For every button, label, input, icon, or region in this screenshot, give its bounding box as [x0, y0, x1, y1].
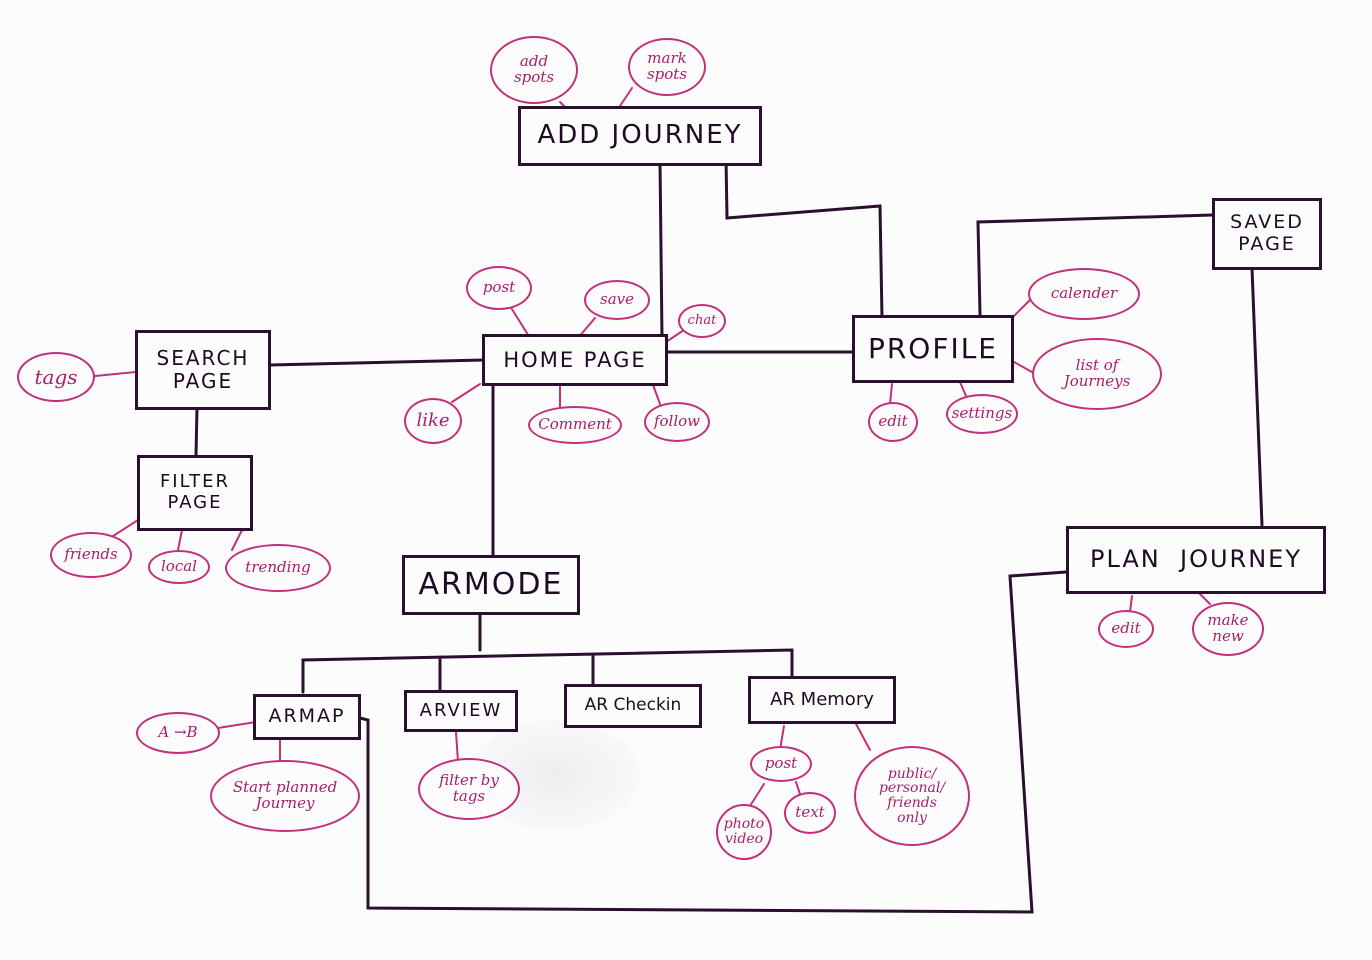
link-edit-profile	[889, 383, 893, 405]
ar-mode-box: ARMODE	[402, 555, 580, 615]
post-memory-bubble: post	[750, 746, 812, 782]
link-atob	[217, 721, 257, 729]
public-personal-friends-bubble: public/ personal/ friends only	[854, 746, 970, 846]
link-edit-plan	[1129, 595, 1133, 613]
link-public	[854, 721, 871, 751]
link-local	[177, 529, 183, 551]
link-settings	[959, 381, 967, 397]
link-like	[451, 383, 481, 403]
settings-bubble: settings	[946, 394, 1018, 434]
line-search-filter	[194, 406, 199, 457]
saved-page-box: SAVED PAGE	[1212, 198, 1322, 270]
local-bubble: local	[148, 550, 210, 584]
friends-bubble: friends	[50, 532, 132, 578]
line-plan-armap	[358, 570, 1068, 914]
edit-plan-bubble: edit	[1098, 610, 1154, 648]
trending-bubble: trending	[225, 544, 331, 592]
edit-profile-bubble: edit	[868, 402, 918, 442]
post-bubble: post	[466, 266, 532, 310]
line-armode-tree	[301, 612, 794, 694]
text-bubble: text	[784, 792, 836, 834]
link-friends	[109, 519, 139, 539]
ar-checkin-box: AR Checkin	[564, 684, 702, 728]
filter-page-box: FILTER PAGE	[137, 455, 253, 531]
link-trending	[231, 529, 243, 551]
line-addjourney-profile	[724, 156, 884, 320]
add-spots-bubble: add spots	[490, 36, 578, 104]
link-listjourneys	[1013, 361, 1033, 373]
line-profile-saved	[976, 213, 1214, 316]
link-post-home	[509, 305, 531, 339]
link-tags	[94, 371, 137, 377]
line-saved-plan	[1250, 266, 1264, 527]
link-chat	[665, 329, 685, 343]
save-bubble: save	[584, 280, 650, 320]
profile-box: PROFILE	[852, 315, 1014, 383]
follow-bubble: follow	[644, 402, 710, 442]
line-search-home	[268, 358, 486, 367]
mark-spots-bubble: mark spots	[628, 38, 706, 96]
link-text	[795, 781, 801, 795]
line-addjourney-home	[658, 160, 664, 340]
make-new-bubble: make new	[1192, 602, 1264, 656]
ar-map-box: ARMAP	[253, 694, 361, 740]
link-photovideo	[749, 783, 765, 807]
plan-journey-box: PLAN JOURNEY	[1066, 526, 1326, 594]
home-page-box: HOME PAGE	[482, 334, 668, 386]
start-planned-journey-bubble: Start planned Journey	[210, 760, 360, 832]
ar-memory-box: AR Memory	[748, 676, 896, 724]
link-markspots	[619, 87, 633, 107]
link-calender	[1013, 299, 1031, 317]
like-bubble: like	[404, 398, 462, 444]
photo-video-bubble: photo video	[716, 804, 772, 860]
tags-bubble: tags	[17, 352, 95, 402]
calender-bubble: calender	[1028, 268, 1140, 320]
filter-by-tags-bubble: filter by tags	[418, 758, 520, 820]
a-to-b-bubble: A →B	[136, 712, 220, 754]
add-journey-box: ADD JOURNEY	[518, 106, 762, 166]
search-page-box: SEARCH PAGE	[135, 330, 271, 410]
ar-view-box: ARVIEW	[404, 690, 518, 732]
list-of-journeys-bubble: list of Journeys	[1032, 338, 1162, 410]
comment-bubble: Comment	[528, 406, 622, 444]
link-filterby	[455, 731, 459, 763]
chat-bubble: chat	[678, 304, 726, 338]
